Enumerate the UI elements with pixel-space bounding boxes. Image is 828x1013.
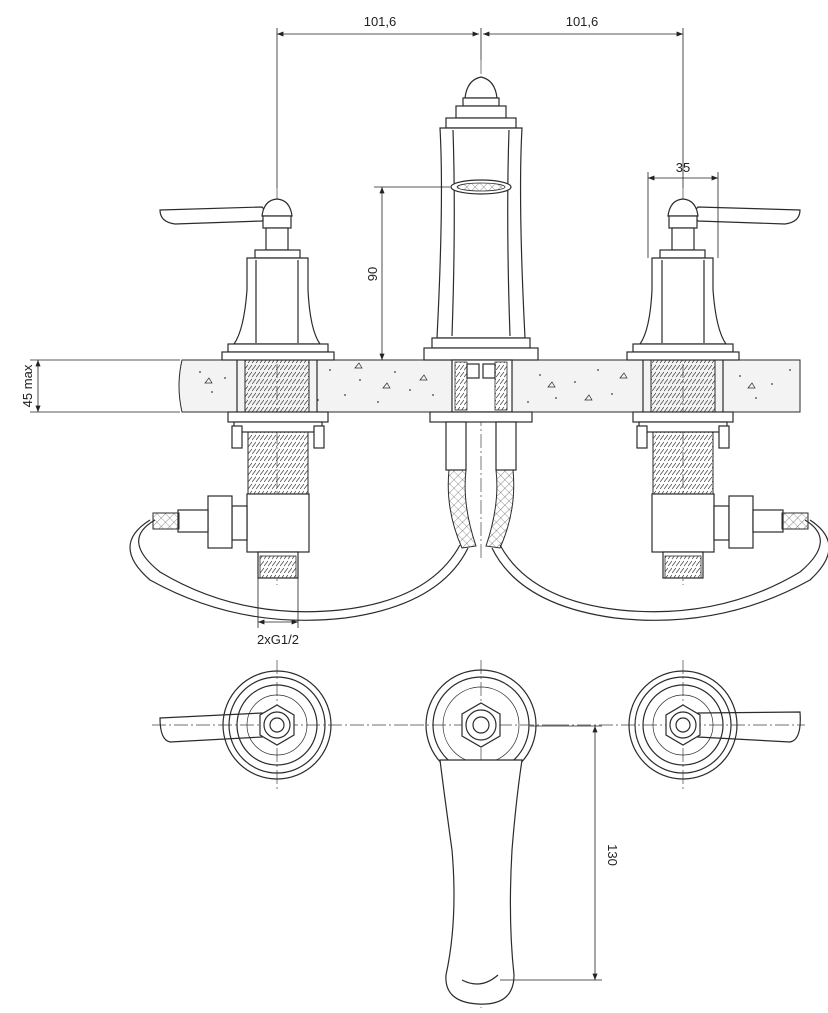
spout-top-view — [425, 669, 537, 1005]
dimension-label-counter-thickness: 45 max — [20, 364, 35, 407]
dimension-handle-spacing — [276, 28, 684, 188]
dimension-base-diameter — [647, 172, 719, 258]
spout — [423, 76, 539, 549]
dimension-spout-reach — [500, 725, 602, 981]
dimension-connection-thread — [257, 578, 299, 628]
dimension-label-spout-reach: 130 — [605, 844, 620, 866]
left-handle-top-view — [159, 670, 332, 780]
dimension-spout-height — [374, 186, 450, 360]
dimension-counter-thickness — [30, 359, 180, 413]
left-handle-valve — [129, 198, 469, 621]
dimension-label-spout-height: 90 — [365, 267, 380, 281]
dimension-label-left-spacing: 101,6 — [364, 14, 397, 29]
right-handle-top-view — [628, 670, 801, 780]
right-handle-valve — [491, 198, 828, 621]
dimension-label-base-diameter: 35 — [676, 160, 690, 175]
dimension-label-right-spacing: 101,6 — [566, 14, 599, 29]
dimension-label-connection-thread: 2xG1/2 — [257, 632, 299, 647]
